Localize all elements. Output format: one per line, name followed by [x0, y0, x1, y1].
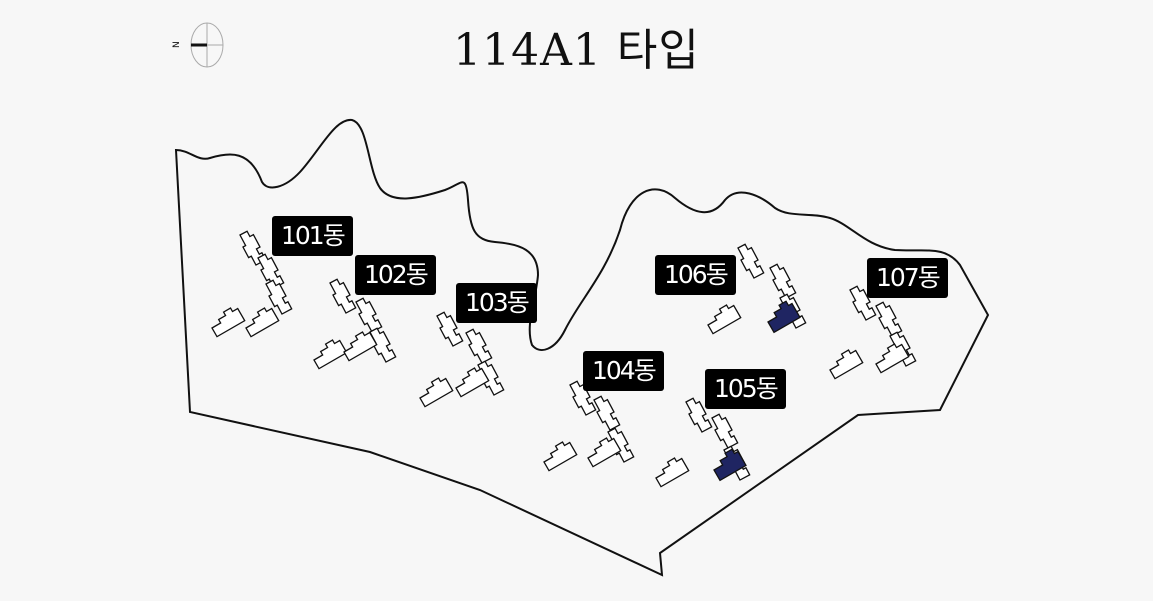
- building-slab: [207, 304, 246, 338]
- building-tower: [734, 241, 766, 281]
- building-slab: [415, 374, 454, 408]
- building-slab: [703, 301, 742, 335]
- building-slab: [651, 454, 690, 488]
- building-slab: [539, 438, 578, 472]
- building-tower: [766, 261, 798, 301]
- building-label-103[interactable]: 103동: [456, 283, 537, 323]
- building-tower: [872, 299, 904, 339]
- building-tower: [708, 411, 740, 451]
- north-compass-icon: N: [172, 22, 224, 68]
- building-slab: [825, 346, 864, 380]
- selected-unit-highlight[interactable]: [710, 447, 747, 482]
- building-label-107[interactable]: 107동: [867, 258, 948, 298]
- building-tower: [326, 276, 358, 316]
- building-label-101[interactable]: 101동: [272, 216, 353, 256]
- page-title: 114A1 타입: [453, 25, 700, 76]
- building-label-102[interactable]: 102동: [355, 255, 436, 295]
- building-tower: [590, 393, 622, 433]
- building-slab: [241, 304, 280, 338]
- building-tower: [462, 326, 494, 366]
- selected-unit-highlight[interactable]: [764, 299, 801, 334]
- building-slab: [309, 336, 348, 370]
- compass-label: N: [172, 41, 182, 48]
- site-boundary: [174, 118, 990, 577]
- building-label-105[interactable]: 105동: [705, 369, 786, 409]
- building-label-106[interactable]: 106동: [655, 255, 736, 295]
- building-label-104[interactable]: 104동: [583, 351, 664, 391]
- building-tower: [352, 295, 384, 335]
- building-tower: [262, 277, 294, 317]
- building-footprints: [207, 228, 918, 488]
